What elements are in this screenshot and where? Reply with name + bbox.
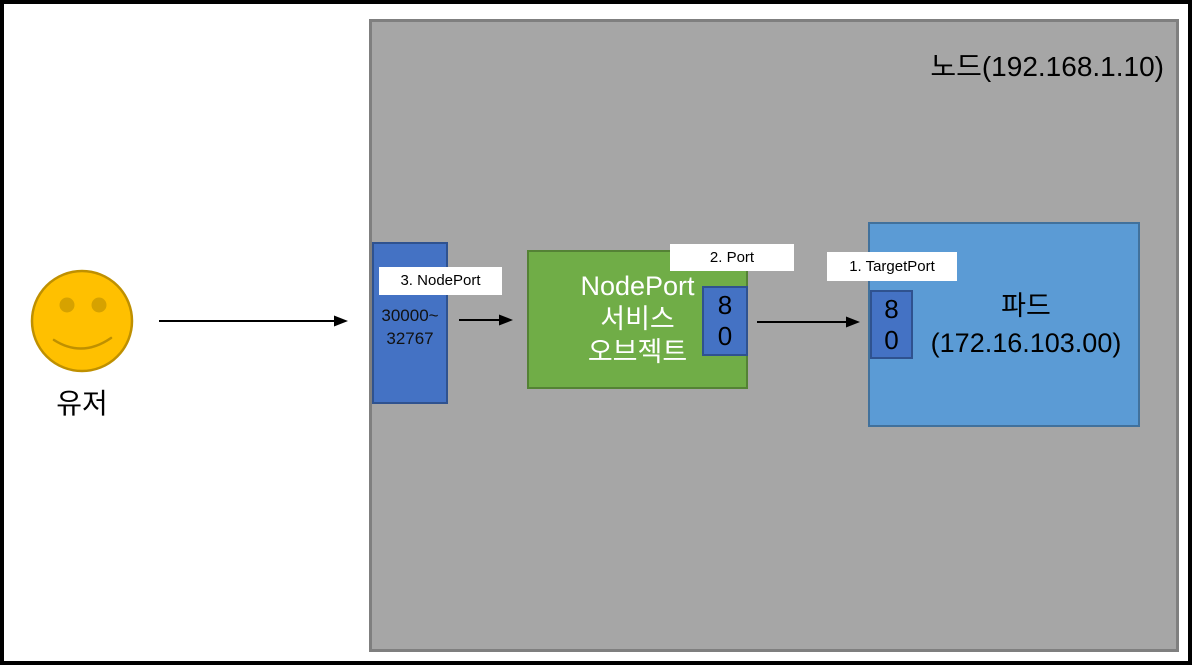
pod-ip: (172.16.103.00) (930, 327, 1122, 358)
callout-port: 2. Port (670, 244, 794, 271)
pod-port-digit-top: 8 (884, 293, 899, 324)
arrow-user-to-nodeport (159, 315, 348, 327)
smiley-face-icon (30, 269, 134, 373)
user-label: 유저 (56, 388, 108, 419)
pod-port-digit-bottom: 0 (884, 324, 899, 355)
node-title: 노드(192.168.1.10) (930, 51, 1164, 82)
callout-targetport: 1. TargetPort (827, 252, 957, 281)
service-name-line2: 서비스 (600, 304, 675, 334)
pod-name: 파드 (1001, 290, 1051, 321)
service-port-box: 8 0 (702, 286, 748, 356)
service-port-digit-bottom: 0 (717, 321, 733, 351)
callout-nodeport: 3. NodePort (379, 267, 502, 295)
service-name-line3: 오브젝트 (587, 337, 688, 367)
service-port-digit-top: 8 (717, 290, 733, 320)
nodeport-range-line1: 30000~ (381, 306, 439, 325)
service-name-line1: NodePort (580, 271, 695, 301)
nodeport-range-line2: 32767 (386, 329, 434, 348)
pod-port-box: 8 0 (870, 290, 913, 359)
